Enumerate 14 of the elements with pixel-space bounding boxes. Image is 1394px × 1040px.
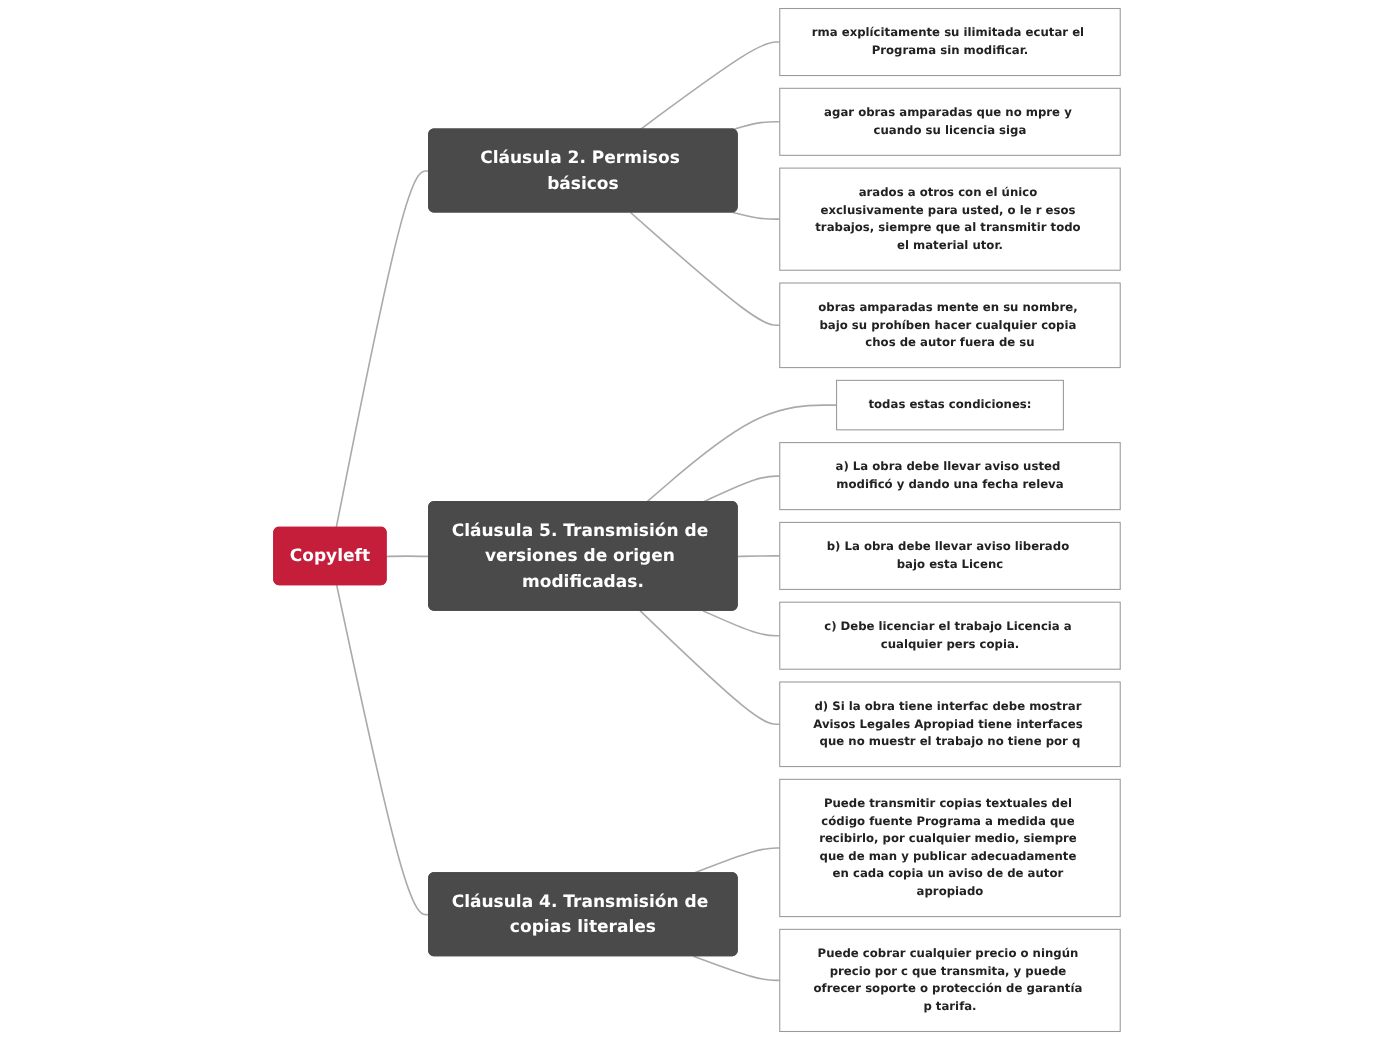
connector — [335, 170, 430, 529]
connector — [385, 555, 430, 558]
connector — [639, 609, 781, 726]
connector — [335, 584, 430, 916]
connector — [732, 121, 781, 131]
connector — [692, 955, 781, 982]
connector — [736, 555, 781, 558]
connector — [692, 847, 781, 875]
connector — [645, 404, 838, 503]
connector — [629, 211, 781, 327]
connector — [639, 41, 781, 131]
connector — [702, 475, 781, 503]
connector — [732, 211, 781, 220]
connector — [702, 609, 781, 637]
